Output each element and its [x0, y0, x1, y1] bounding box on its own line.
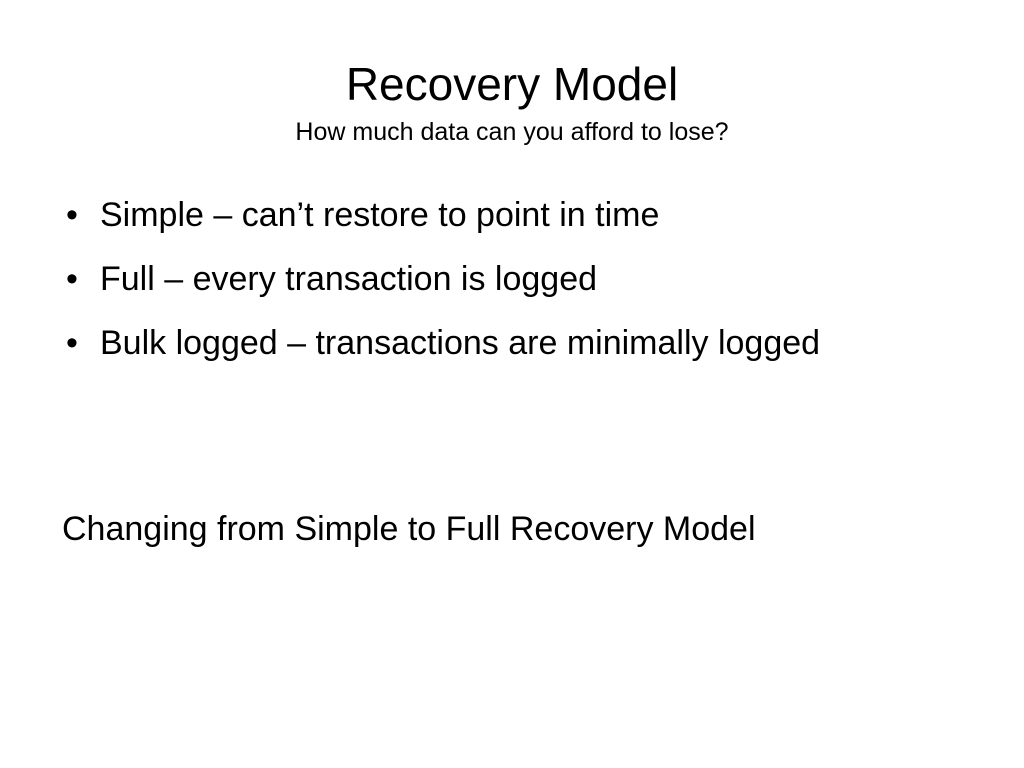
bullet-text: Simple – can’t restore to point in time: [100, 196, 660, 234]
bullet-item-bulk-logged: • Bulk logged – transactions are minimal…: [58, 316, 938, 370]
bullet-item-full: • Full – every transaction is logged: [58, 252, 938, 306]
bullet-list: • Simple – can’t restore to point in tim…: [58, 188, 938, 380]
bullet-dot-icon: •: [66, 260, 78, 298]
bullet-text: Full – every transaction is logged: [100, 260, 598, 298]
slide-subtitle: How much data can you afford to lose?: [295, 118, 729, 146]
changing-model-note: Changing from Simple to Full Recovery Mo…: [62, 510, 756, 548]
bullet-dot-icon: •: [66, 324, 78, 362]
bullet-text: Bulk logged – transactions are minimally…: [100, 324, 821, 362]
slide-title: Recovery Model: [345, 58, 679, 110]
title-block: Recovery Model How much data can you aff…: [0, 56, 1024, 148]
bullet-dot-icon: •: [66, 196, 78, 234]
bullet-item-simple: • Simple – can’t restore to point in tim…: [58, 188, 938, 242]
